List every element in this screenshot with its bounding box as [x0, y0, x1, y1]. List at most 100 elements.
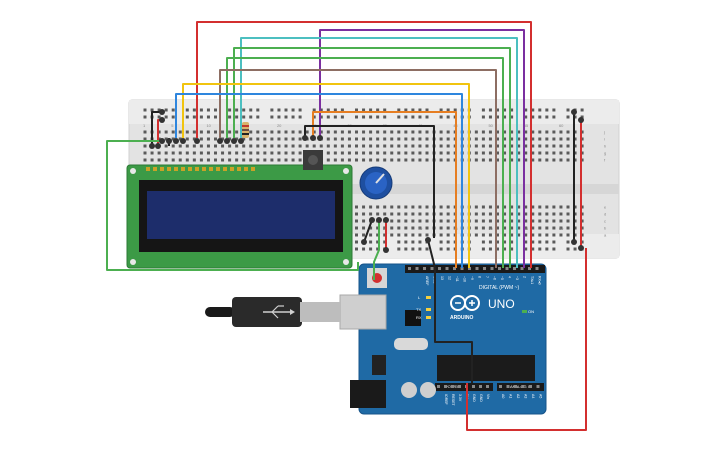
breadboard-hole [171, 144, 175, 148]
breadboard-hole [199, 158, 203, 162]
breadboard-hole [242, 137, 246, 141]
usb-cable[interactable] [205, 297, 340, 327]
breadboard-hole [538, 212, 542, 216]
breadboard-hole [418, 219, 422, 223]
breadboard-hole [305, 144, 309, 148]
breadboard-hole [355, 205, 358, 209]
breadboard-hole [503, 137, 507, 141]
digital-pin [430, 267, 434, 270]
breadboard-hole [263, 144, 267, 148]
breadboard-hole [298, 137, 302, 141]
lcd-mount-hole [130, 168, 136, 174]
breadboard-rail-hole [503, 247, 507, 251]
power-pin [437, 385, 440, 388]
digital-pin [415, 267, 419, 270]
breadboard-rail-hole [383, 240, 387, 244]
breadboard-rail-hole [545, 108, 549, 112]
wire-red-top[interactable] [196, 21, 532, 268]
breadboard-rail-hole [524, 108, 528, 112]
breadboard-rail-hole [404, 240, 408, 244]
breadboard-hole [362, 212, 366, 216]
breadboard-col-label: 40 [418, 226, 423, 231]
power-pin-label: Vin [486, 394, 490, 399]
wire-black-button[interactable] [304, 125, 435, 238]
arduino-uno[interactable]: UNO ARDUINO DIGITAL (PWM ~) ON POWER ANA… [339, 263, 547, 415]
breadboard-hole [503, 144, 507, 148]
breadboard-col-label: 5 [171, 123, 174, 128]
breadboard-hole [439, 151, 443, 155]
wire-black-gnd[interactable] [427, 239, 473, 383]
lcd-module[interactable] [126, 164, 353, 269]
breadboard-rail-hole [404, 115, 408, 119]
wire-blue[interactable] [175, 93, 463, 268]
breadboard-hole [397, 226, 401, 230]
breadboard-rail-hole [404, 108, 408, 112]
wire-black-pot[interactable] [363, 219, 373, 243]
breadboard-hole [510, 130, 514, 134]
breadboard-hole [517, 205, 521, 209]
breadboard-rail-hole [376, 108, 380, 112]
push-button[interactable] [303, 150, 323, 170]
wire-red-5v[interactable] [466, 248, 587, 431]
breadboard-rail-hole [538, 108, 542, 112]
breadboard-hole [404, 219, 408, 223]
breadboard-hole [376, 151, 380, 155]
breadboard-hole [340, 151, 344, 155]
resistor-band [242, 125, 249, 127]
breadboard-hole [496, 144, 499, 148]
breadboard-hole [503, 219, 507, 223]
breadboard-hole [340, 144, 344, 148]
resistor[interactable] [242, 122, 249, 138]
breadboard-hole [390, 158, 394, 162]
wire-black-rail-left[interactable] [151, 111, 162, 146]
breadboard-hole [404, 151, 408, 155]
wire-green-pot[interactable] [373, 220, 380, 280]
digital-pin-label: 12 [448, 276, 452, 280]
breadboard-hole [559, 226, 563, 230]
breadboard-rail-hole [446, 247, 450, 251]
breadboard-hole [326, 158, 330, 162]
breadboard-hole [488, 130, 492, 134]
breadboard-hole [538, 233, 542, 237]
breadboard-hole [284, 158, 288, 162]
wire-green-lcd-loop[interactable] [106, 140, 359, 271]
breadboard-rail-hole [439, 108, 443, 112]
wire-teal[interactable] [240, 37, 518, 268]
breadboard-hole [242, 151, 246, 155]
breadboard-hole [439, 212, 443, 216]
lcd-screen [147, 191, 335, 239]
breadboard-hole [538, 219, 542, 223]
analog-pin [529, 385, 532, 388]
breadboard-hole [566, 212, 570, 216]
breadboard-hole [496, 233, 499, 237]
breadboard-hole [143, 130, 147, 134]
breadboard-hole [573, 205, 577, 209]
breadboard-hole [298, 158, 302, 162]
lcd-pin-header [146, 167, 255, 171]
breadboard-hole [531, 158, 535, 162]
breadboard-hole [552, 226, 556, 230]
breadboard-hole [580, 130, 584, 134]
breadboard-rail-hole [256, 115, 260, 119]
lcd-pin [244, 167, 248, 171]
breadboard-rail-hole [411, 115, 415, 119]
breadboard-rail-hole [333, 115, 337, 119]
breadboard-hole [517, 158, 521, 162]
breadboard-rail-hole [552, 247, 556, 251]
breadboard-hole [228, 137, 232, 141]
breadboard-hole [284, 144, 288, 148]
potentiometer[interactable] [359, 166, 393, 200]
wire-brown[interactable] [219, 69, 497, 268]
breadboard-hole [228, 130, 232, 134]
breadboard-hole [256, 151, 260, 155]
wire-yellow[interactable] [182, 83, 470, 268]
breadboard-hole [481, 233, 485, 237]
breadboard-hole [425, 226, 429, 230]
wires[interactable] [106, 21, 587, 431]
push-button-cap[interactable] [308, 155, 318, 165]
wire-green-2[interactable] [226, 57, 504, 268]
breadboard-hole [552, 212, 556, 216]
breadboard-hole [517, 144, 521, 148]
breadboard-hole [488, 233, 492, 237]
